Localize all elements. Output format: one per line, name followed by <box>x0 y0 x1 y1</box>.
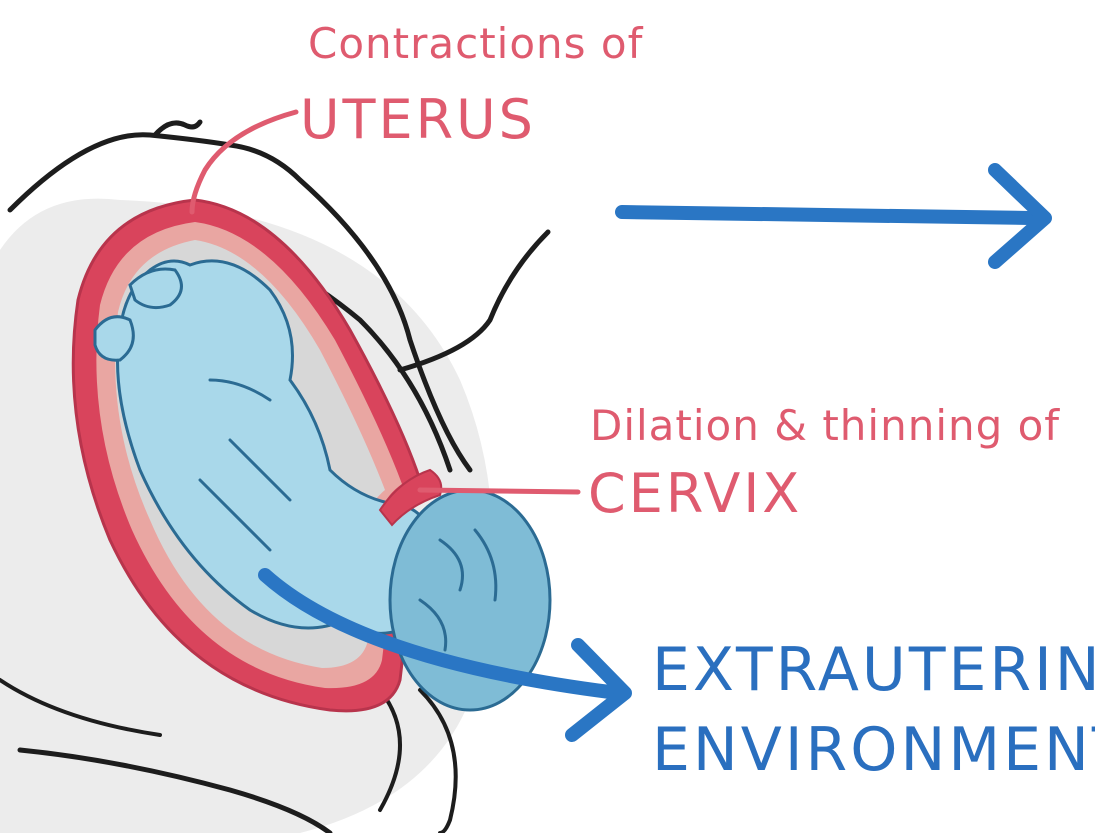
cervix-leader-line <box>420 490 578 492</box>
uterus-name: UTERUS <box>300 88 536 151</box>
cervix-name: CERVIX <box>588 462 802 525</box>
uterus-caption: Contractions of <box>308 19 644 68</box>
cervix-caption: Dilation & thinning of <box>590 401 1060 450</box>
body-outline-hip <box>155 122 200 135</box>
right-arrow-icon <box>622 170 1045 262</box>
fetus-foot <box>95 317 133 361</box>
environment-line-1: EXTRAUTERINE <box>652 635 1095 705</box>
environment-line-2: ENVIRONMENT <box>652 715 1095 785</box>
